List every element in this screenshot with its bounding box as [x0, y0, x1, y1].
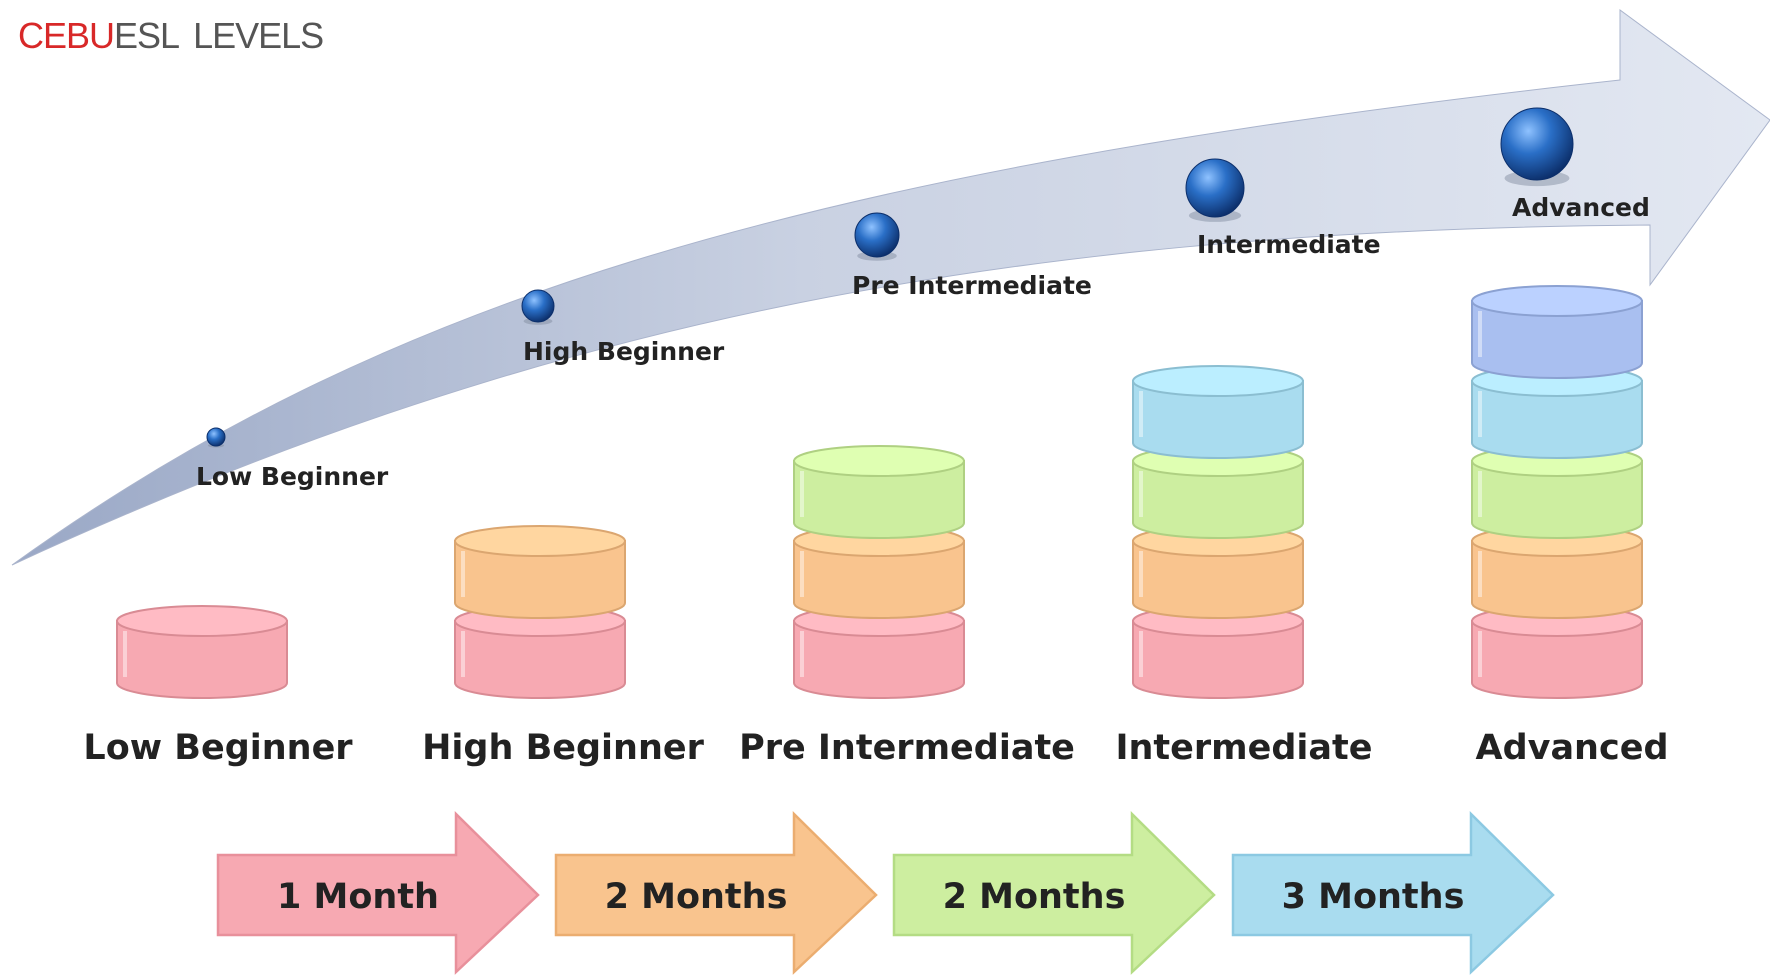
title-levels: LEVELS	[193, 15, 324, 56]
duration-label: 1 Month	[277, 877, 439, 917]
arrow-level-markers: Low Beginner High Beginner Pre Intermediat…	[196, 107, 1650, 491]
duration-arrow: 2 Months	[554, 811, 878, 975]
stack-cylinder	[1471, 605, 1643, 699]
level-stacks	[116, 285, 1643, 699]
stack-cylinder	[793, 525, 965, 619]
level-name-label: High Beginner	[422, 728, 704, 768]
title-brand-red: CEBU	[18, 15, 115, 56]
level-name-label: Intermediate	[1115, 728, 1372, 768]
stack-cylinder	[116, 605, 288, 699]
stack-cylinder	[793, 445, 965, 539]
title-brand-gray: ESL	[114, 15, 180, 56]
duration-label: 2 Months	[605, 877, 788, 917]
stack-cylinder	[1132, 365, 1304, 459]
level-marker-sphere	[1500, 107, 1574, 181]
level-marker-sphere	[206, 427, 226, 447]
stack-cylinder	[454, 525, 626, 619]
stack-cylinder	[793, 605, 965, 699]
stack-cylinder	[1471, 445, 1643, 539]
arrow-level-label: Pre Intermediate	[852, 271, 1092, 300]
duration-arrow: 1 Month	[216, 811, 540, 975]
level-names: Low Beginner High Beginner Pre Intermediat…	[83, 728, 1668, 768]
stack-cylinder	[1471, 525, 1643, 619]
level-name-label: Advanced	[1475, 728, 1668, 768]
stack-cylinder	[454, 605, 626, 699]
level-name-label: Pre Intermediate	[739, 728, 1075, 768]
page-title: CEBUESL LEVELS	[18, 12, 324, 60]
level-marker-sphere	[521, 289, 555, 323]
duration-arrows: 1 Month 2 Months 2 Months 3 Months	[216, 811, 1555, 975]
stack-cylinder	[1132, 445, 1304, 539]
level-marker-sphere	[854, 212, 900, 258]
duration-arrow: 2 Months	[892, 811, 1216, 975]
stack-cylinder	[1471, 365, 1643, 459]
progress-arrow	[11, 9, 1770, 566]
arrow-level-label: Low Beginner	[196, 462, 389, 491]
stack-cylinder	[1132, 525, 1304, 619]
duration-label: 2 Months	[943, 877, 1126, 917]
arrow-level-label: High Beginner	[523, 337, 725, 366]
level-name-label: Low Beginner	[83, 728, 353, 768]
duration-arrow: 3 Months	[1231, 811, 1555, 975]
arrow-level-label: Intermediate	[1197, 230, 1381, 259]
duration-label: 3 Months	[1282, 877, 1465, 917]
stack-cylinder	[1471, 285, 1643, 379]
stack-cylinder	[1132, 605, 1304, 699]
arrow-level-label: Advanced	[1512, 193, 1650, 222]
level-marker-sphere	[1185, 158, 1245, 218]
